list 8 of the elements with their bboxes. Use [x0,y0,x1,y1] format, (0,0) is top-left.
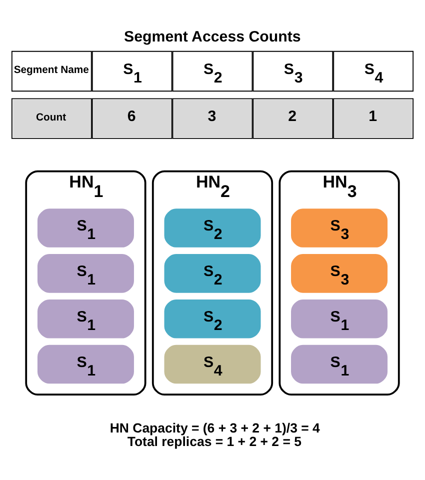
label: Count [36,112,66,124]
label: Segment Name [14,64,89,76]
label: HN Capacity = (6 + 3 + 2 + 1)/3 = 4 [110,420,320,436]
label: 3 [208,108,216,126]
label: 1 [368,108,378,126]
diagram-title: Segment Access Counts [124,28,301,46]
label: 2 [288,108,297,126]
label: 6 [127,108,136,126]
